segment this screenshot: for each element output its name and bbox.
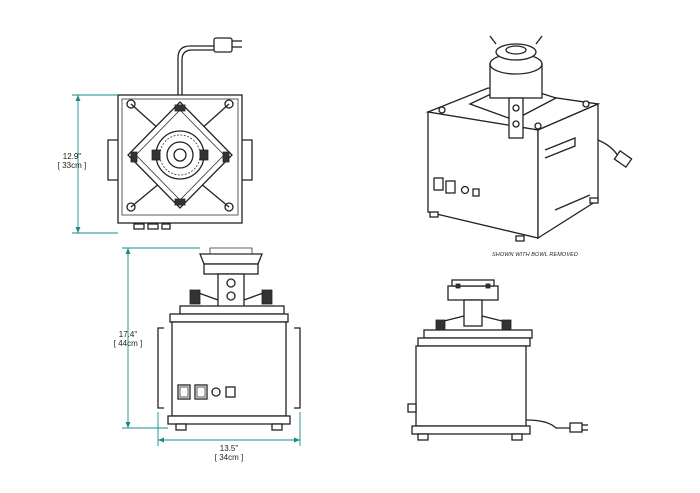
side-power-cord [525, 419, 570, 429]
iso-spinner-center [505, 45, 527, 55]
iso-spinner-tab [535, 35, 543, 45]
clamp [174, 104, 186, 112]
side-body [415, 345, 527, 427]
control-knob [211, 387, 221, 397]
depth-metric: [ 33cm ] [57, 161, 87, 170]
depth-imperial: 12.9" [62, 152, 82, 161]
clamp [130, 151, 138, 163]
side-knob [151, 149, 161, 161]
column-bolt [226, 278, 236, 288]
switch-nub [133, 223, 145, 230]
indicator-light [225, 386, 236, 398]
iso-power-cord [597, 139, 619, 157]
iso-column-bolt [512, 120, 520, 128]
iso-switch [445, 180, 456, 194]
width-label: 13.5" [ 34cm ] [204, 444, 254, 462]
switch-nub [147, 223, 159, 230]
top-view [107, 37, 253, 230]
side-view [407, 279, 588, 441]
head-center [173, 148, 187, 162]
side-knob [199, 149, 209, 161]
top-hopper [199, 253, 263, 265]
side-hopper [447, 285, 499, 301]
side-foot [511, 433, 523, 441]
arm-clamp [189, 289, 201, 305]
foot [175, 423, 187, 431]
side-arm-clamp [501, 319, 512, 331]
side-hopper-rim [451, 279, 495, 287]
power-plug [213, 37, 233, 53]
clamp [222, 151, 230, 163]
right-handle [294, 327, 301, 409]
iso-foot [429, 211, 439, 218]
isometric-caption: SHOWN WITH BOWL REMOVED [492, 252, 578, 258]
side-hopper-bolt [485, 283, 491, 289]
front-view [157, 247, 301, 431]
side-knob [407, 403, 417, 413]
iso-spinner-tab [489, 35, 497, 45]
right-handle [242, 139, 253, 181]
depth-dimension [72, 94, 118, 234]
height-metric: [ 44cm ] [113, 339, 143, 348]
iso-power-plug [613, 149, 633, 169]
side-base [411, 425, 531, 435]
side-top-plate [423, 329, 533, 339]
heat-switch [194, 384, 208, 400]
power-switch [177, 384, 191, 400]
foot [271, 423, 283, 431]
hopper-rim [209, 247, 253, 255]
clamp [174, 198, 186, 206]
mount-arm [130, 182, 161, 208]
power-switch-rocker [179, 386, 189, 398]
side-arm-clamp [435, 319, 446, 331]
iso-side-handle [544, 137, 576, 159]
iso-foot [515, 235, 525, 242]
heat-switch-rocker [196, 386, 206, 398]
iso-light [472, 188, 480, 197]
hopper-collar [203, 263, 259, 275]
left-handle [107, 139, 118, 181]
iso-corner-bolt [438, 106, 446, 114]
side-lid-rim [417, 337, 531, 347]
width-dimension [157, 412, 301, 446]
isometric-view [425, 35, 633, 242]
mount-arm [130, 103, 161, 131]
mount-arm [199, 103, 230, 131]
width-metric: [ 34cm ] [214, 453, 244, 462]
iso-column [508, 97, 524, 139]
switch-nub [161, 223, 171, 230]
side-power-plug [569, 422, 583, 433]
width-imperial: 13.5" [219, 444, 239, 453]
column-bolt [226, 291, 236, 301]
side-hopper-bolt [455, 283, 461, 289]
base-plate [167, 415, 291, 425]
iso-foot [589, 197, 599, 204]
power-cord [177, 45, 214, 95]
side-column [463, 299, 483, 327]
iso-column-bolt [512, 104, 520, 112]
top-plate [179, 305, 285, 315]
top-inner-outline [121, 98, 239, 216]
height-dimension [122, 247, 200, 429]
front-body [171, 321, 287, 417]
iso-switch [433, 177, 444, 191]
iso-corner-bolt [582, 100, 590, 108]
iso-side-slot [554, 194, 591, 211]
iso-knob [460, 185, 470, 195]
side-foot [417, 433, 429, 441]
iso-corner-bolt [534, 122, 542, 130]
left-handle [157, 327, 164, 409]
power-cord [181, 49, 214, 95]
depth-label: 12.9" [ 33cm ] [52, 152, 92, 170]
height-imperial: 17.4" [118, 330, 138, 339]
height-label: 17.4" [ 44cm ] [104, 330, 152, 348]
arm-clamp [261, 289, 273, 305]
mount-arm [199, 182, 230, 208]
lid-rim [169, 313, 289, 323]
